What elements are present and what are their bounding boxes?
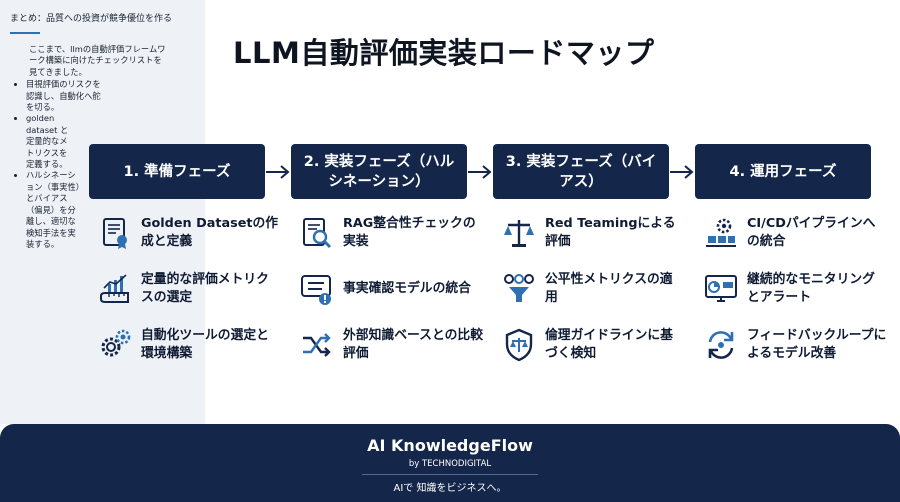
footer-divider (362, 474, 538, 475)
arrow-right-icon (468, 165, 492, 179)
footer-banner: AI KnowledgeFlow by TECHNODIGITAL AIで 知識… (0, 424, 900, 502)
fact-check-icon (300, 272, 334, 306)
sidebar-title: まとめ：品質への投資が競争優位を作る (10, 14, 173, 24)
phase-header-bias: 3. 実装フェーズ（バイアス） (493, 144, 669, 199)
chart-ruler-icon (98, 272, 132, 306)
sidebar-bullet: ハルシネーション（事実性）とバイアス（偏見）を分離し、適切な検知手法を実装する。 (10, 170, 82, 250)
task-item: 事実確認モデルの統合 (300, 266, 490, 312)
sidebar-divider (10, 32, 40, 34)
task-item: 倫理ガイドラインに基づく検知 (502, 322, 692, 368)
pipeline-gear-icon (704, 216, 738, 250)
task-item: 外部知識ベースとの比較評価 (300, 322, 490, 368)
people-filter-icon (502, 272, 536, 306)
task-item: RAG整合性チェックの実装 (300, 210, 490, 256)
task-label: フィードバックループによるモデル改善 (747, 328, 887, 361)
shield-scale-icon (502, 328, 536, 362)
task-label: CI/CDパイプラインへの統合 (747, 216, 876, 249)
task-label: 事実確認モデルの統合 (343, 281, 471, 296)
sidebar-bullet-list: 目視評価のリスクを認識し、自動化へ舵を切る。 golden dataset と定… (10, 79, 197, 250)
document-certificate-icon (98, 216, 132, 250)
task-label: 公平性メトリクスの適用 (545, 272, 673, 305)
brand-byline: by TECHNODIGITAL (408, 459, 492, 469)
task-label: 自動化ツールの選定と環境構築 (141, 328, 269, 361)
task-label: 継続的なモニタリングとアラート (747, 272, 875, 305)
task-item: 自動化ツールの選定と環境構築 (98, 322, 288, 368)
phase-header-hallucination: 2. 実装フェーズ（ハルシネーション） (291, 144, 467, 199)
task-label: Red Teamingによる評価 (545, 216, 676, 249)
gears-icon (98, 328, 132, 362)
task-item: 継続的なモニタリングとアラート (704, 266, 894, 312)
task-label: 倫理ガイドラインに基づく検知 (545, 328, 673, 361)
arrow-right-icon (670, 165, 694, 179)
task-item: Red Teamingによる評価 (502, 210, 692, 256)
task-item: フィードバックループによるモデル改善 (704, 322, 894, 368)
shuffle-arrows-icon (300, 328, 334, 362)
feedback-cycle-icon (704, 328, 738, 362)
arrow-right-icon (266, 165, 290, 179)
task-label: RAG整合性チェックの実装 (343, 216, 476, 249)
page-title: LLM自動評価実装ロードマップ (233, 36, 655, 70)
sidebar-bullet: golden dataset と定量的なメトリクスを定義する。 (10, 113, 74, 170)
balance-scale-icon (502, 216, 536, 250)
task-label: 外部知識ベースとの比較評価 (343, 328, 483, 361)
phase-header-prep: 1. 準備フェーズ (89, 144, 265, 199)
document-magnifier-icon (300, 216, 334, 250)
sidebar-intro: ここまで、llmの自動評価フレームワーク構築に向けたチェックリストを見てきました… (29, 44, 166, 77)
task-label: 定量的な評価メトリクスの選定 (141, 272, 269, 305)
summary-sidebar: まとめ：品質への投資が競争優位を作る ここまで、llmの自動評価フレームワーク構… (0, 0, 205, 424)
phase-header-operation: 4. 運用フェーズ (695, 144, 871, 199)
task-item: CI/CDパイプラインへの統合 (704, 210, 894, 256)
brand-name: AI KnowledgeFlow (367, 436, 533, 455)
sidebar-bullet: 目視評価のリスクを認識し、自動化へ舵を切る。 (10, 79, 106, 113)
task-item: 公平性メトリクスの適用 (502, 266, 692, 312)
brand-tagline: AIで 知識をビジネスへ。 (393, 483, 507, 494)
live-monitor-icon (704, 272, 738, 306)
task-item: Golden Datasetの作成と定義 (98, 210, 288, 256)
task-label: Golden Datasetの作成と定義 (141, 216, 279, 249)
task-item: 定量的な評価メトリクスの選定 (98, 266, 288, 312)
